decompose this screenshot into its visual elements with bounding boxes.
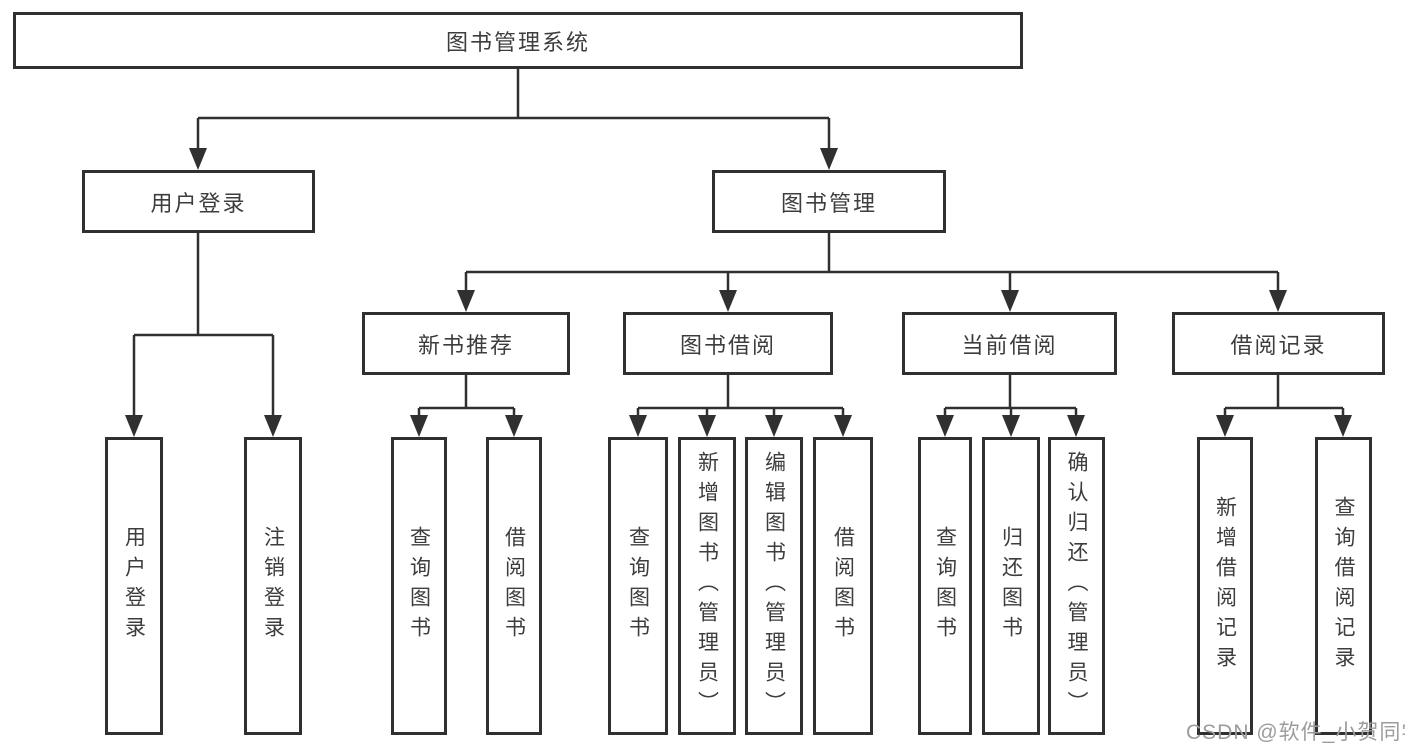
leaf-user-login: 用户登录	[105, 437, 163, 735]
node-label: 当前借阅	[961, 332, 1058, 358]
leaf-current-query-books: 查询图书	[918, 437, 972, 735]
node-label: 图书借阅	[679, 332, 776, 358]
leaf-query-borrow-record: 查询借阅记录	[1315, 437, 1372, 735]
leaf-recommend-borrow-books: 借阅图书	[486, 437, 542, 735]
leaf-borrowing-query-books: 查询图书	[608, 437, 668, 735]
leaf-return-books: 归还图书	[982, 437, 1040, 735]
leaf-add-borrow-record: 新增借阅记录	[1197, 437, 1253, 735]
leaf-borrowing-borrow-books: 借阅图书	[813, 437, 873, 735]
node-book-borrowing: 图书借阅	[623, 312, 833, 375]
leaf-confirm-return-admin: 确认归还（管理员）	[1048, 437, 1105, 735]
node-current-borrowing: 当前借阅	[902, 312, 1117, 375]
leaf-add-books-admin: 新增图书（管理员）	[678, 437, 736, 735]
node-label: 图书管理系统	[445, 29, 590, 55]
node-new-book-recommend: 新书推荐	[362, 312, 570, 375]
leaf-recommend-query-books: 查询图书	[391, 437, 447, 735]
node-library-management-system: 图书管理系统	[13, 12, 1023, 69]
leaf-logout: 注销登录	[244, 437, 302, 735]
node-borrowing-records: 借阅记录	[1172, 312, 1385, 375]
node-label: 借阅记录	[1230, 332, 1327, 358]
leaf-edit-books-admin: 编辑图书（管理员）	[745, 437, 803, 735]
csdn-watermark: CSDN @软件_小贺同学	[1186, 721, 1405, 744]
node-label: 新书推荐	[417, 332, 514, 358]
node-user-login-branch: 用户登录	[82, 170, 315, 233]
node-label: 用户登录	[150, 190, 247, 216]
node-book-management-branch: 图书管理	[712, 170, 946, 233]
node-label: 图书管理	[780, 190, 877, 216]
